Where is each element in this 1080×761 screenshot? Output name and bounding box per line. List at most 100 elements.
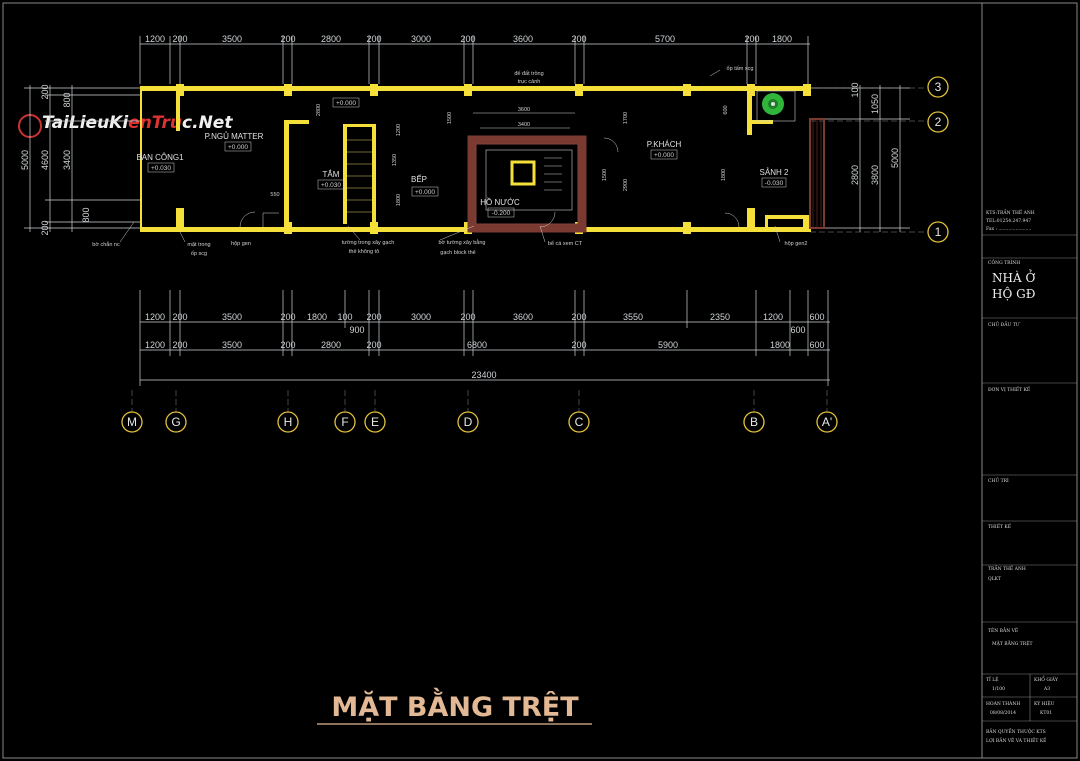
- room-ho-nuoc-level: -0.200: [492, 210, 511, 217]
- left-dimension-texts: 200 800 3400 800 200 5000 4600: [20, 84, 91, 235]
- bottom-r1-10: 3600: [513, 312, 533, 322]
- right-dim-2: 1050: [870, 94, 880, 114]
- bottom-r2-2: 200: [172, 340, 187, 350]
- room-phong-ngu: P.NGỦ MATTER: [205, 132, 264, 141]
- room-phong-khach: P.KHÁCH: [647, 140, 682, 149]
- note-mat-trong: mặt trong: [187, 242, 210, 248]
- bottom-r2-10: 1800: [770, 340, 790, 350]
- bottom-r1-14: 1200: [763, 312, 783, 322]
- room-phong-khach-level: +0.000: [654, 152, 674, 159]
- bottom-r1-9: 200: [460, 312, 475, 322]
- note-tuong-trong: tường trong xây gạch: [342, 240, 395, 246]
- bottom-r2-8: 200: [571, 340, 586, 350]
- top-dim-9: 3600: [513, 34, 533, 44]
- tb-footer-1: BẢN QUYỀN THUỘC KTS: [986, 726, 1046, 735]
- inner-dimensions: 3600 3400 1500 1700 2900 1800 600 1200 1…: [316, 104, 729, 206]
- right-dim-5: 5000: [890, 148, 900, 168]
- bottom-r2-3: 3500: [222, 340, 242, 350]
- tree-planter: [756, 90, 796, 122]
- top-dim-1: 1200: [145, 34, 165, 44]
- left-dim-outer2: 4600: [40, 150, 50, 170]
- inner-dim-3600: 3600: [518, 107, 530, 113]
- bottom-r1-11: 200: [571, 312, 586, 322]
- tb-footer-2: LỢI BẢN VẼ VÀ THIẾT KẾ: [986, 736, 1047, 744]
- top-dim-7: 3000: [411, 34, 431, 44]
- inner-dim-1700: 1700: [623, 112, 629, 124]
- room-ban-cong-level: +0.030: [151, 165, 171, 172]
- bottom-r1-3: 3500: [222, 312, 242, 322]
- top-dim-5: 2800: [321, 34, 341, 44]
- room-sanh: SẢNH 2: [760, 168, 789, 177]
- inner-dim-1200: 1200: [396, 124, 402, 136]
- room-tam: TẮM: [323, 170, 340, 179]
- title-block-frame: [981, 2, 1078, 759]
- bottom-r1-7: 200: [366, 312, 381, 322]
- note-hop-gen2: hộp gen2: [785, 241, 808, 247]
- bottom-r1-8: 3000: [411, 312, 431, 322]
- tb-qlkt: QLKT: [988, 576, 1001, 582]
- left-dim-5: 200: [40, 220, 50, 235]
- tb-ky-hieu-val: KT01: [1040, 710, 1052, 716]
- bottom-r1-4: 200: [280, 312, 295, 322]
- left-dim-4: 800: [81, 207, 91, 222]
- bottom-r1-extra-2: 600: [790, 325, 805, 335]
- tb-architect: KTS:TRẦN THẾ ANH: [986, 207, 1035, 216]
- note-550: 550: [270, 192, 279, 198]
- tb-project-line1: NHÀ Ở: [992, 268, 1035, 285]
- right-dim-3: 2800: [850, 165, 860, 185]
- room-phong-ngu-level: +0.000: [228, 144, 248, 151]
- stair-level: +0.000: [336, 100, 356, 107]
- tb-ky-hieu: KÝ HIỆU: [1034, 699, 1055, 707]
- tb-cong-trinh-label: CÔNG TRÌNH: [988, 258, 1020, 266]
- room-sanh-level: -0.030: [765, 180, 784, 187]
- top-dim-2: 200: [172, 34, 187, 44]
- top-dim-8: 200: [460, 34, 475, 44]
- bottom-r1-12: 3550: [623, 312, 643, 322]
- bottom-r2-4: 200: [280, 340, 295, 350]
- note-truc-canh: trục cảnh: [518, 79, 541, 85]
- bottom-r2-6: 200: [366, 340, 381, 350]
- room-ho-nuoc: HỒ NƯỚC: [480, 197, 520, 207]
- inner-dim-2800: 2800: [316, 104, 322, 116]
- right-dimension-texts: 100 1050 2800 3800 5000: [850, 82, 900, 185]
- watermark-text: TaiLieuKienTruc.Net: [42, 113, 233, 133]
- grid-col-e: E: [371, 415, 379, 429]
- grid-row-markers: 3 2 1: [810, 76, 949, 243]
- left-dim-1: 200: [40, 84, 50, 99]
- door-swings: [239, 137, 740, 228]
- bottom-dimension-lines: [139, 290, 830, 386]
- tb-ngay: HOÀN THÀNH: [986, 700, 1020, 707]
- tb-kho-giay: KHỔ GIẤY: [1034, 674, 1059, 683]
- top-dim-10: 200: [571, 34, 586, 44]
- right-dim-4: 3800: [870, 165, 880, 185]
- top-dim-6: 200: [366, 34, 381, 44]
- right-dim-1: 100: [850, 82, 860, 97]
- note-de-dat: đế đất trồng: [514, 71, 543, 77]
- tb-project-line2: HỘ GĐ: [992, 286, 1035, 301]
- right-dimension-lines: [810, 85, 910, 232]
- bottom-r2-9: 5900: [658, 340, 678, 350]
- top-dim-3: 3500: [222, 34, 242, 44]
- top-dimension-chain: [139, 36, 810, 84]
- tb-chu-dau-tu: CHỦ ĐẦU TƯ: [988, 319, 1021, 328]
- tb-fax: Fax : .......................: [986, 226, 1032, 232]
- drawing-title: MẶT BẰNG TRỆT: [331, 687, 579, 723]
- top-dimension-texts: 1200 200 3500 200 2800 200 3000 200 3600…: [145, 34, 792, 44]
- bottom-r1-extra-1: 900: [349, 325, 364, 335]
- inner-dim-2900: 2900: [623, 179, 629, 191]
- tb-kho-giay-val: A3: [1043, 686, 1050, 692]
- inner-dim-3400: 3400: [518, 122, 530, 128]
- bottom-r1-15: 600: [809, 312, 824, 322]
- inner-dim-1800b: 1800: [721, 169, 727, 181]
- room-ban-cong: BAN CÔNG1: [136, 153, 184, 162]
- tb-ti-le-val: 1/100: [992, 686, 1005, 692]
- watermark: TaiLieuKienTruc.Net: [18, 113, 233, 138]
- title-block: [982, 234, 1077, 722]
- inner-dim-1350: 1350: [392, 154, 398, 166]
- grid-col-m: M: [127, 415, 137, 429]
- grid-col-b: B: [750, 415, 758, 429]
- bottom-r1-1: 1200: [145, 312, 165, 322]
- fish-pond: [467, 135, 587, 233]
- tb-ti-le: TỈ LỆ: [986, 675, 998, 683]
